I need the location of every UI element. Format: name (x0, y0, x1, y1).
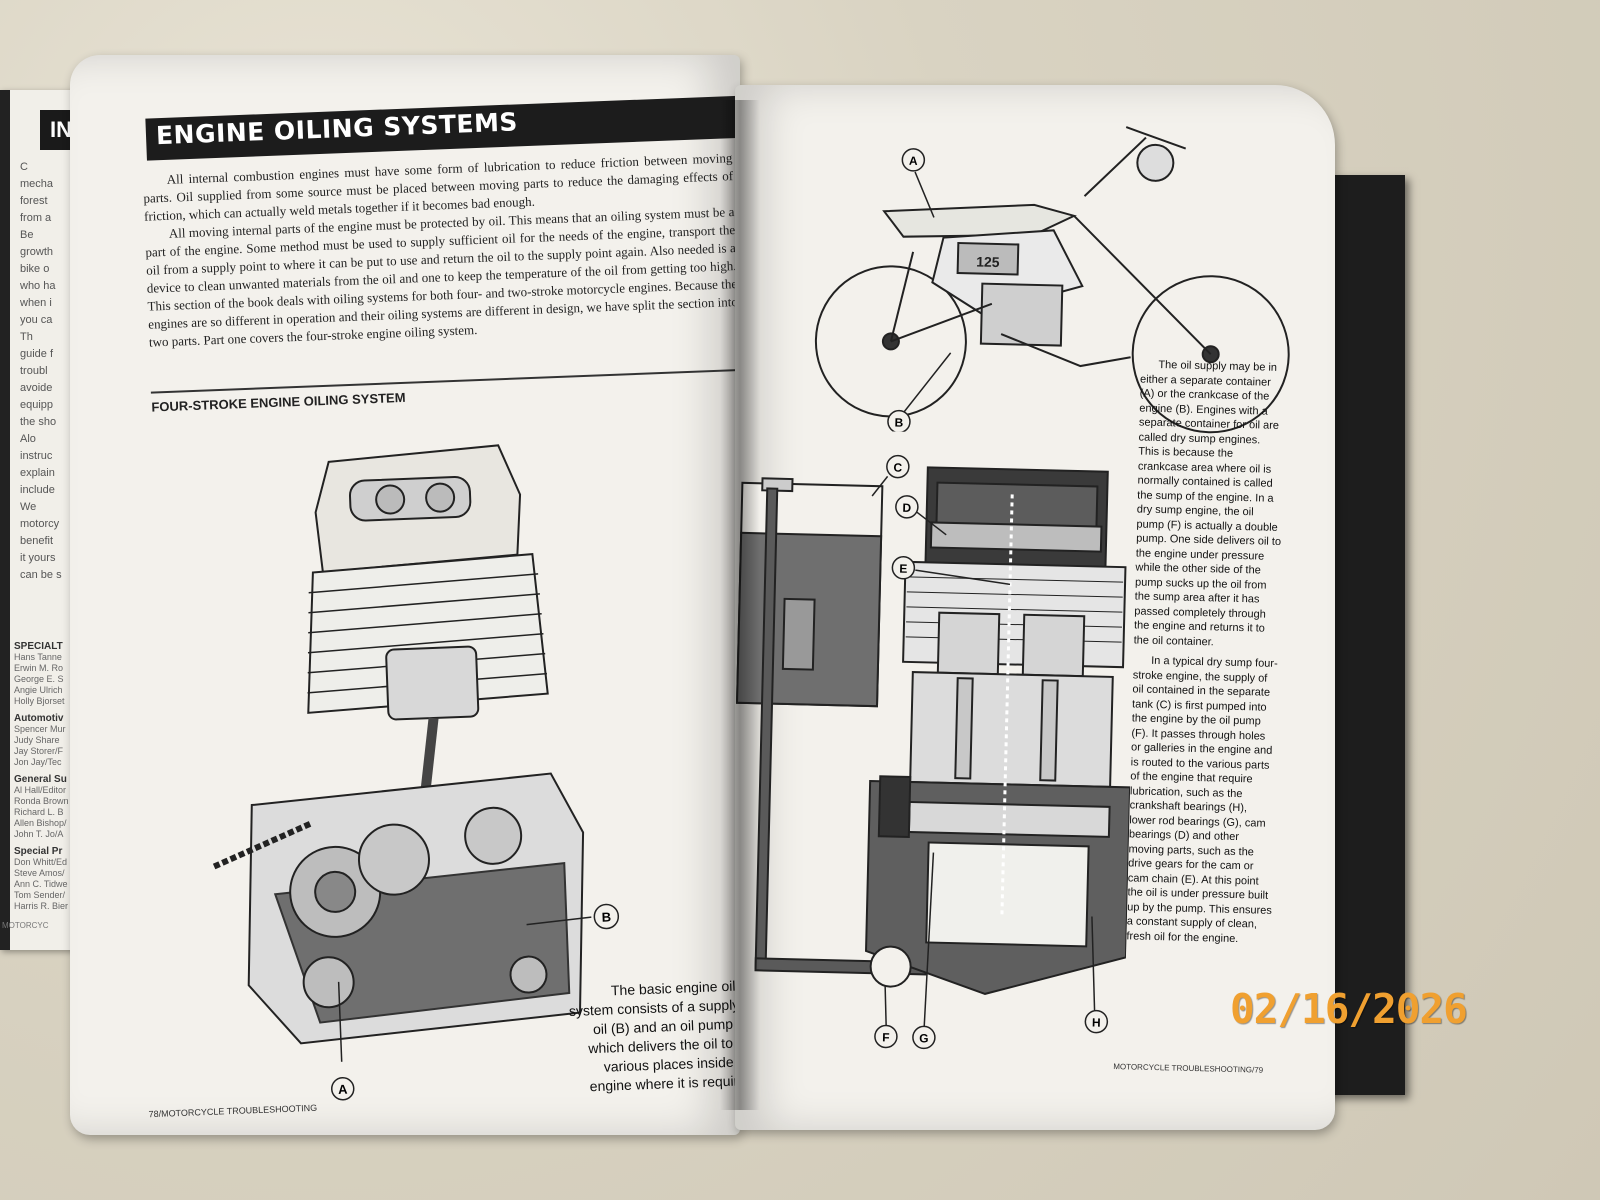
credit-name: Holly Bjorset (14, 696, 65, 706)
book-gutter (720, 100, 760, 1110)
label-d: D (902, 501, 911, 515)
label-c: C (893, 461, 902, 475)
background-text-line: avoide (20, 382, 53, 394)
background-text-line: growth (20, 246, 54, 258)
label-b-circle (593, 903, 620, 930)
right-page-footer: MOTORCYCLE TROUBLESHOOTING/79 (1113, 1062, 1264, 1075)
credit-name: Hans Tanne (14, 652, 62, 662)
background-book-footer: MOTORCYC (2, 921, 49, 930)
section-divider (150, 368, 740, 394)
bike-badge: 125 (976, 253, 1000, 270)
background-text-line: motorcy (20, 518, 60, 530)
background-text-line: Alo (20, 433, 36, 445)
background-text-line: bike o (20, 263, 50, 275)
credit-name: Spencer Mur (14, 724, 66, 734)
background-text-line: Th (20, 331, 33, 343)
label-g: G (919, 1031, 929, 1045)
background-text-line: guide f (20, 348, 54, 360)
credit-name: Richard L. B (14, 807, 64, 817)
motorcycle-illustration: 125 A B (814, 126, 1290, 434)
label-f: F (882, 1030, 890, 1044)
label-b-right: B (894, 416, 903, 430)
credit-heading: General Su (14, 774, 67, 785)
label-a-marker: A (330, 1077, 355, 1101)
background-text-line: C (20, 161, 28, 173)
credit-name: Ann C. Tidwe (14, 879, 68, 889)
background-text-line: you ca (20, 314, 53, 326)
credit-name: Ronda Brown (14, 796, 69, 806)
background-text-line: the sho (20, 416, 57, 428)
dry-sump-diagram: C D E F G H (736, 454, 1132, 1050)
caption-paragraph-1: The oil supply may be in either a separa… (1133, 358, 1282, 648)
background-text-line: from a (20, 212, 52, 224)
four-stroke-engine-illustration: B (212, 444, 620, 1068)
background-text-line: who ha (20, 280, 56, 292)
date-stamp: 02/16/2026 (1230, 985, 1468, 1033)
intro-text: All internal combustion engines must hav… (142, 149, 738, 352)
credit-name: Erwin M. Ro (14, 663, 64, 673)
caption-paragraph-2: In a typical dry sump four-stroke engine… (1126, 654, 1278, 945)
background-text-line: it yours (20, 552, 56, 564)
background-text-line: instruc (20, 450, 53, 462)
credit-name: Jon Jay/Tec (14, 757, 62, 767)
credit-name: George E. S (14, 674, 64, 684)
credit-name: Jay Storer/F (14, 746, 64, 756)
credit-name: Steve Amos/ (14, 868, 65, 878)
background-text-line: troubl (20, 365, 48, 377)
label-e: E (899, 562, 907, 576)
right-page: 125 A B (735, 85, 1335, 1130)
background-text-line: include (20, 484, 55, 496)
left-page-footer: 78/MOTORCYCLE TROUBLESHOOTING (148, 1102, 318, 1120)
credit-name: Judy Share (14, 735, 60, 745)
background-text-line: when i (20, 297, 52, 309)
label-h: H (1092, 1016, 1101, 1030)
background-text-line: can be s (20, 569, 62, 581)
background-text-line: mecha (20, 178, 54, 190)
credit-heading: SPECIALT (14, 641, 63, 652)
credit-name: Angie Ulrich (14, 685, 63, 695)
background-text-line: forest (20, 195, 48, 207)
label-a: A (338, 1082, 349, 1097)
credit-heading: Special Pr (14, 846, 63, 857)
credit-heading: Automotiv (14, 713, 64, 724)
intro-paragraph-2: All moving internal parts of the engine … (145, 204, 739, 350)
credit-name: Allen Bishop/ (14, 818, 67, 828)
background-text-line: explain (20, 467, 55, 479)
credit-name: Harris R. Bier (14, 901, 69, 911)
oil-supply-caption: The oil supply may be in either a separa… (1126, 358, 1285, 953)
book-spine (0, 90, 10, 950)
label-b: B (601, 909, 611, 924)
background-text-line: Be (20, 229, 34, 241)
background-text-line: equipp (20, 399, 54, 411)
background-text-line: benefit (20, 535, 54, 547)
left-page: ENGINE OILING SYSTEMS All internal combu… (70, 55, 740, 1135)
credit-name: John T. Jo/A (14, 829, 64, 839)
section-subheading: FOUR-STROKE ENGINE OILING SYSTEM (151, 389, 406, 415)
background-text-line: We (20, 501, 37, 513)
engine-caption: The basic engine oiling system consists … (568, 977, 740, 1095)
credit-name: Tom Sender/ (14, 890, 66, 900)
credit-name: Al Hall/Editor (14, 785, 67, 795)
label-a-right: A (909, 154, 918, 168)
credit-name: Don Whitt/Ed (14, 857, 68, 867)
